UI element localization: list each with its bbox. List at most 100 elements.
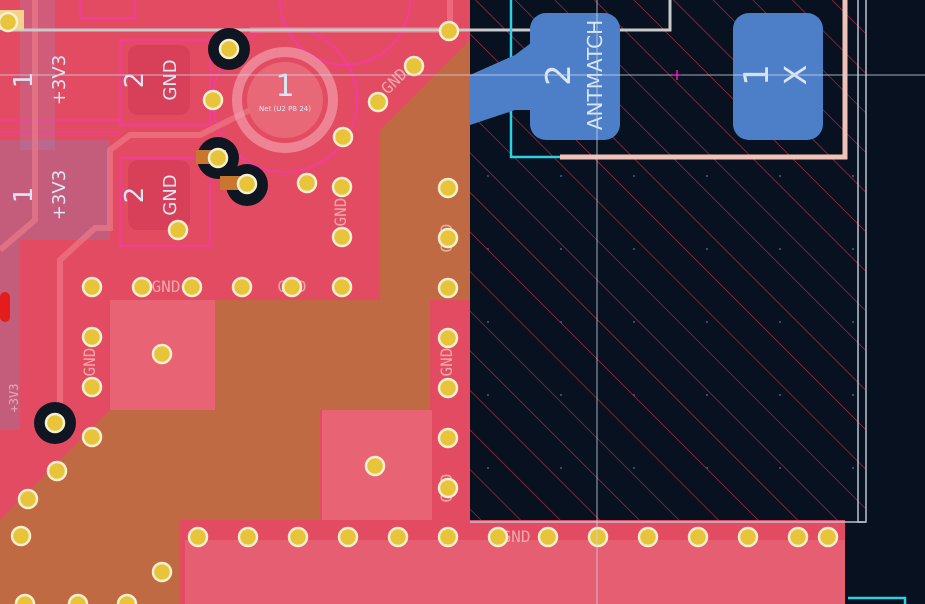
grid-dot [487,321,489,323]
via [637,526,659,548]
via [787,526,809,548]
origin-marker-icon [672,70,682,80]
pad-x[interactable]: 1 X [733,13,823,140]
grid-dot [560,394,562,396]
pad-gnd-b-number: 2 [120,187,150,204]
grid-dot [852,467,854,469]
via [437,526,459,548]
board-outline-grey [470,0,867,523]
net-label-gnd: GND [152,277,181,296]
grid-dot [852,394,854,396]
pad-3v3-b[interactable]: 1 +3V3 [9,170,70,220]
via [14,593,36,604]
via [187,526,209,548]
via [587,526,609,548]
pad-3v3-a-name: +3V3 [49,55,70,105]
grid-dot [779,394,781,396]
grid-dot [852,321,854,323]
via [0,11,19,33]
grid-dots [487,175,854,469]
grid-dot [560,467,562,469]
net-label-gnd: GND [437,348,456,377]
pad-gnd-a-name: GND [160,59,181,100]
via [537,526,559,548]
pad-3v3-a-number: 1 [9,72,39,89]
net-label-gnd: GND [80,348,99,377]
courtyard-outline [509,0,907,604]
grid-dot [633,248,635,250]
net-label-3v3: +3V3 [7,384,21,413]
via [281,276,303,298]
grid-dot [487,394,489,396]
via [367,91,389,113]
pad-gnd-a[interactable]: 2 GND [120,45,190,115]
via [487,526,509,548]
net-label-gnd: GND [331,198,350,227]
hole-net-label: Net (U2 PB 24) [259,105,311,113]
grid-dot [706,394,708,396]
via [10,525,32,547]
via [151,561,173,583]
grid-dot [779,175,781,177]
via [287,526,309,548]
via [331,226,353,248]
via [331,176,353,198]
via [46,460,68,482]
via [131,276,153,298]
via [67,593,89,604]
via [331,276,353,298]
grid-dot [487,175,489,177]
grid-dot [706,175,708,177]
via [81,326,103,348]
pad-gnd-b[interactable]: 2 GND [120,160,190,230]
net-label-gnd: GND [502,527,531,546]
vias [0,11,839,604]
pad-3v3-a[interactable]: 1 +3V3 [9,55,70,105]
via [687,526,709,548]
via [237,526,259,548]
pad-3v3-b-name: +3V3 [49,170,70,220]
pad-3v3-b-number: 1 [9,187,39,204]
grid-dot [779,321,781,323]
grid-dot [633,467,635,469]
via [81,426,103,448]
via [437,177,459,199]
via [332,126,354,148]
via [337,526,359,548]
grid-dot [779,248,781,250]
via [231,276,253,298]
mounting-hole[interactable]: 1 Net (U2 PB 24) [232,47,338,153]
grid-dot [706,467,708,469]
via [218,38,240,60]
hole-number: 1 [275,69,294,104]
via [387,526,409,548]
copper-pour [0,0,845,604]
via [364,455,386,477]
via [437,277,459,299]
grid-dot [560,248,562,250]
via [737,526,759,548]
via [403,55,425,77]
pad-gnd-b-name: GND [160,174,181,215]
grid-dot [633,394,635,396]
drc-marker [0,292,10,322]
via [116,593,138,604]
via [202,89,224,111]
grid-dot [487,248,489,250]
via [296,172,318,194]
via [437,327,459,349]
via [181,276,203,298]
edge-cuts [560,0,848,160]
via [236,173,258,195]
via [437,227,459,249]
via [437,377,459,399]
grid-dot [852,175,854,177]
grid-dot [633,321,635,323]
grid-dot [706,248,708,250]
grid-dot [487,467,489,469]
via [151,343,173,365]
via [17,488,39,510]
via [437,477,459,499]
